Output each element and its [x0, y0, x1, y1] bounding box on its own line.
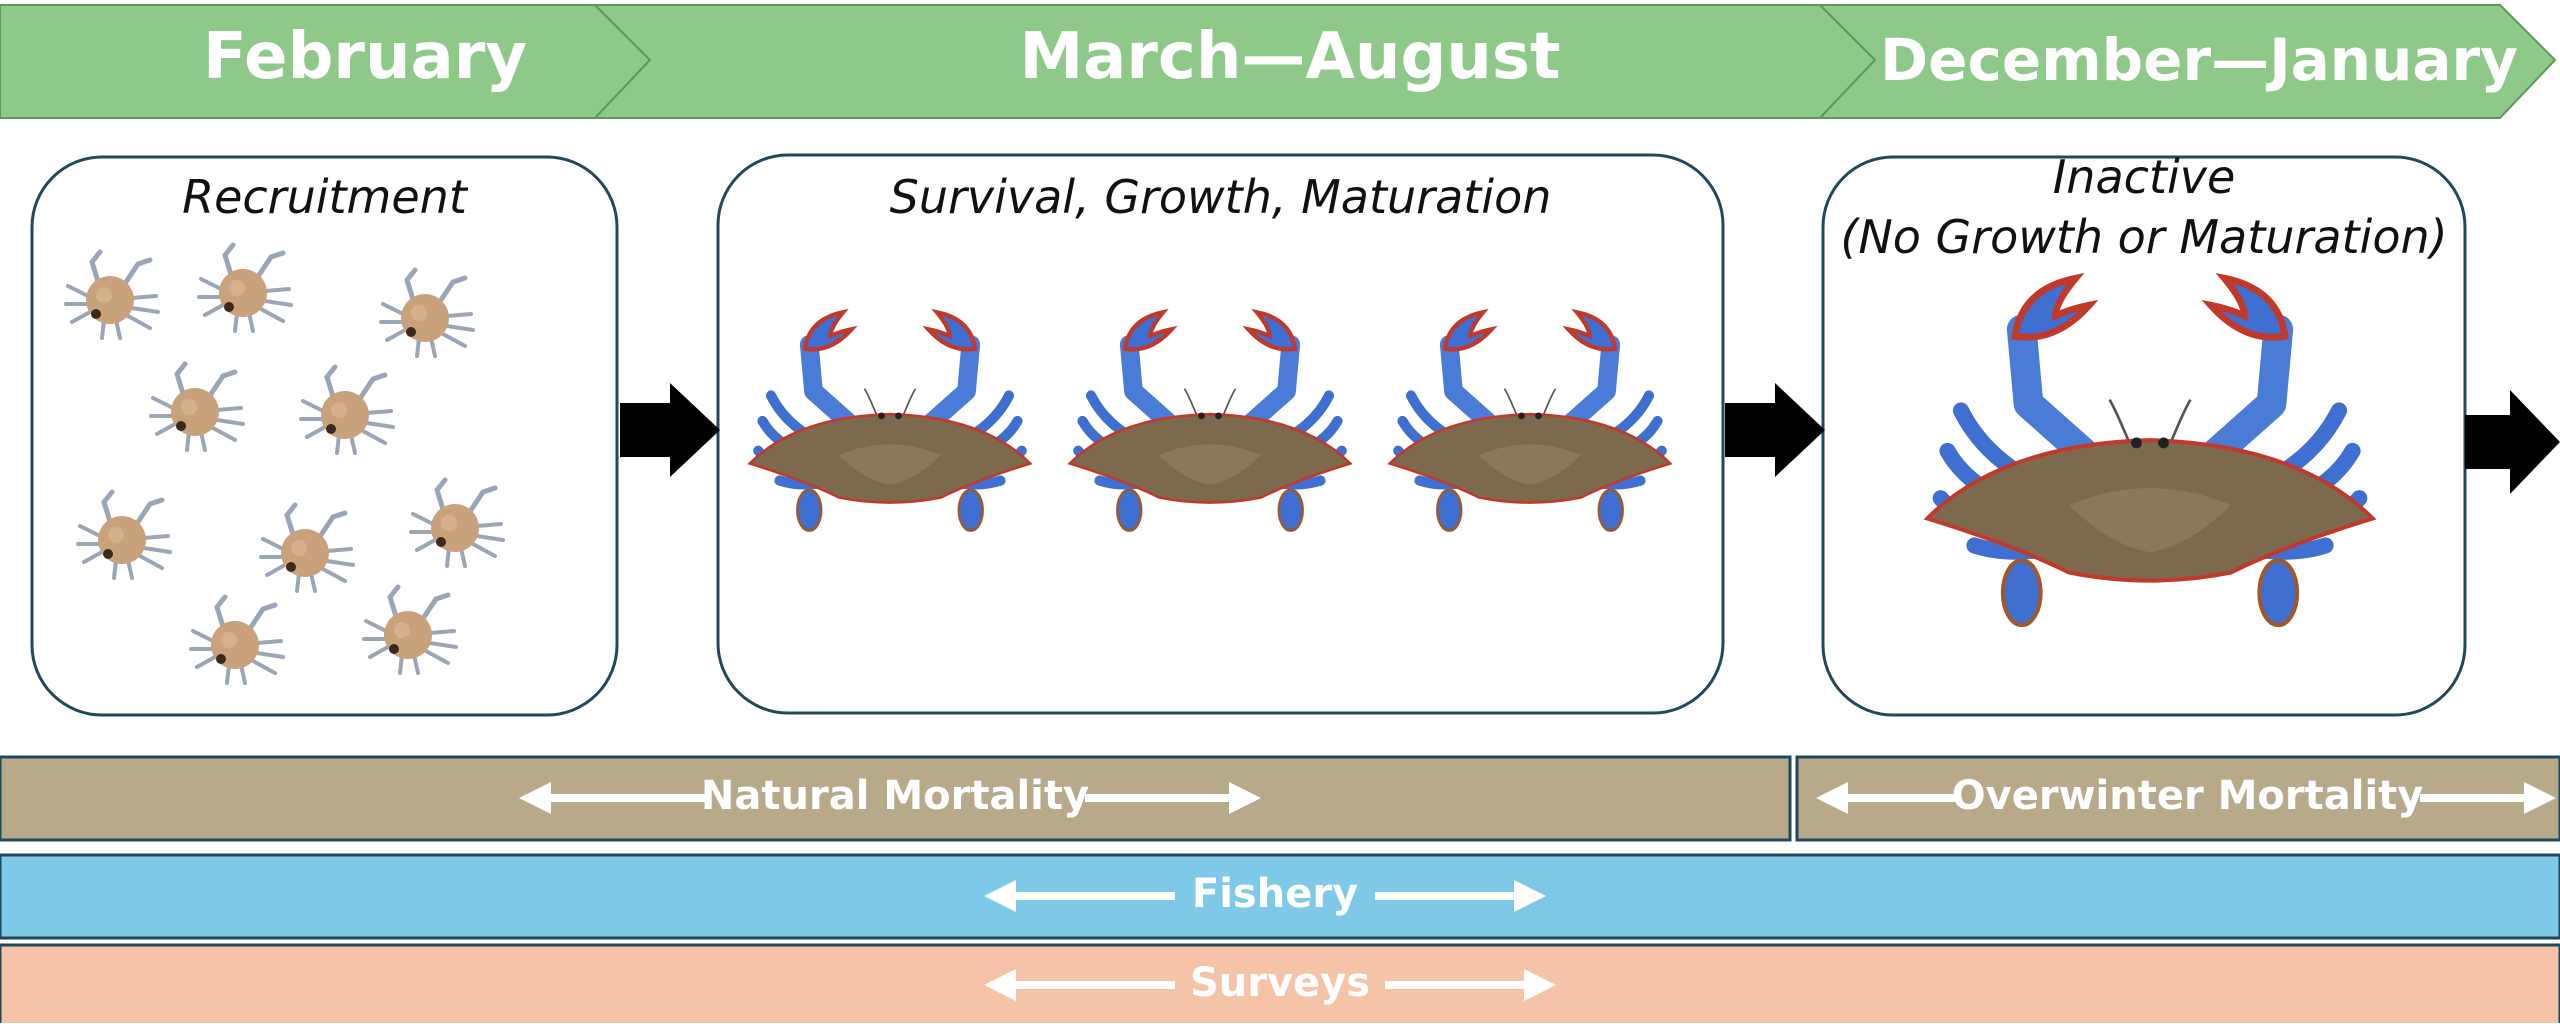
flow-arrow-3: [2465, 390, 2560, 494]
stage-title-recruitment: Recruitment: [32, 170, 617, 224]
season-label-december-january: December—January: [1880, 26, 2480, 94]
label-fishery: Fishery: [1170, 871, 1380, 917]
stage-title-survival: Survival, Growth, Maturation: [718, 170, 1723, 224]
flow-arrow-2: [1725, 383, 1825, 477]
stage-subtitle-inactive: (No Growth or Maturation): [1823, 210, 2465, 264]
season-label-march-august: March—August: [940, 20, 1640, 94]
season-label-february: February: [150, 20, 580, 94]
flow-arrow-1: [620, 383, 720, 477]
label-natural-mortality: Natural Mortality: [695, 773, 1095, 819]
stage-title-inactive: Inactive: [1823, 150, 2465, 204]
recruitment-box: [32, 157, 617, 715]
label-overwinter-mortality: Overwinter Mortality: [1945, 773, 2430, 819]
label-surveys: Surveys: [1170, 960, 1390, 1006]
